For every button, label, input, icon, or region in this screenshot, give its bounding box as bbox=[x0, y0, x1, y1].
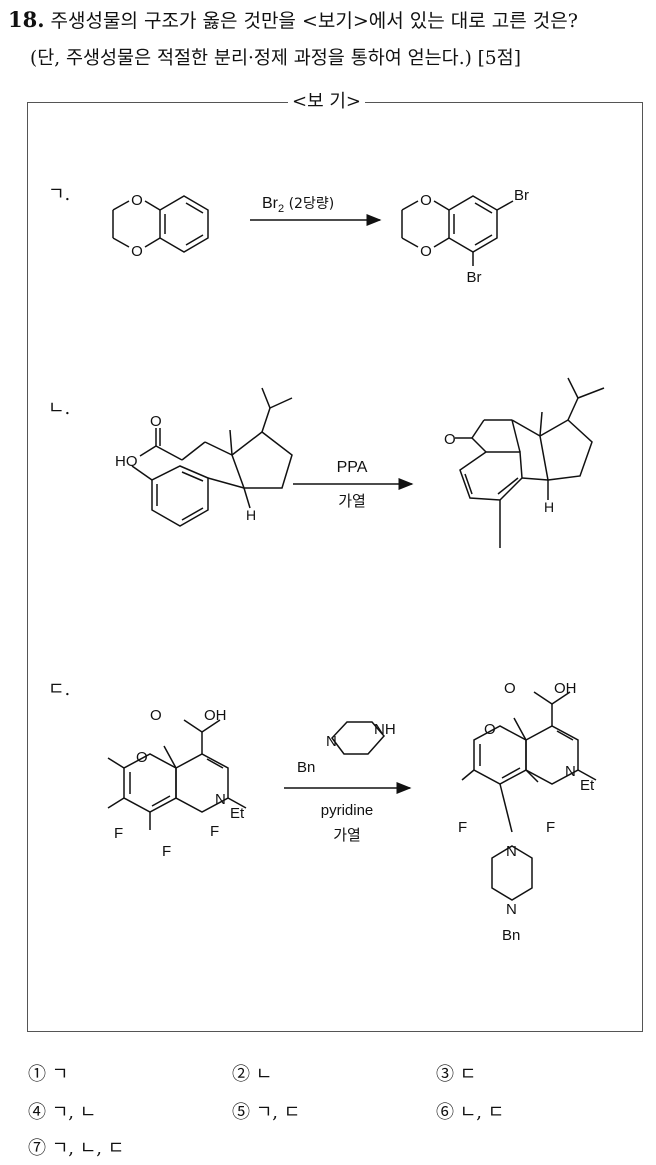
reaction-giyeok: O O Br2 (2당량) O O Br Br bbox=[112, 187, 529, 286]
tricyclic-ketone-structure bbox=[455, 377, 605, 548]
atom-oh: OH bbox=[554, 680, 577, 697]
choice-4[interactable]: ④ ㄱ, ㄴ bbox=[28, 1098, 96, 1124]
atom-h: H bbox=[246, 507, 256, 523]
choice-text: ㄱ bbox=[51, 1064, 69, 1085]
reagent-label: Br2 (2당량) bbox=[262, 195, 334, 215]
choice-2[interactable]: ② ㄴ bbox=[232, 1060, 272, 1086]
quinolone-product-structure bbox=[461, 691, 597, 901]
choice-number: ② bbox=[232, 1064, 250, 1085]
atom-ho: HO bbox=[115, 453, 138, 470]
choice-text: ㄷ bbox=[459, 1064, 477, 1085]
atom-n: N bbox=[215, 791, 226, 808]
atom-o: O bbox=[150, 413, 162, 430]
choice-number: ④ bbox=[28, 1102, 46, 1123]
atom-o: O bbox=[484, 721, 496, 738]
choice-6[interactable]: ⑥ ㄴ, ㄷ bbox=[436, 1098, 504, 1124]
atom-et: Et bbox=[580, 777, 595, 794]
reagent-solvent: pyridine bbox=[321, 802, 374, 819]
item-label-nieun: ㄴ. bbox=[48, 398, 71, 419]
choice-text: ㄴ bbox=[255, 1064, 273, 1085]
atom-f: F bbox=[162, 843, 171, 860]
question-text: 주생성물의 구조가 옳은 것만을 <보기>에서 있는 대로 고른 것은? bbox=[50, 10, 578, 32]
benzylpiperazine-structure bbox=[331, 721, 385, 755]
question-number: 18. bbox=[8, 7, 45, 32]
choice-3[interactable]: ③ ㄷ bbox=[436, 1060, 476, 1086]
quinolone-reactant-structure bbox=[107, 719, 247, 830]
atom-o: O bbox=[136, 749, 148, 766]
question-note: (단, 주생성물은 적절한 분리·정제 과정을 통하여 얻는다.) [5점] bbox=[30, 48, 521, 69]
atom-et: Et bbox=[230, 805, 245, 822]
choice-1[interactable]: ① ㄱ bbox=[28, 1060, 68, 1086]
atom-bn: Bn bbox=[502, 927, 520, 944]
reaction-digeut: O OH O N Et F F F NH N Bn pyridine 가열 bbox=[107, 680, 597, 944]
choice-text: ㄱ, ㄴ, ㄷ bbox=[51, 1138, 125, 1159]
atom-h: H bbox=[544, 499, 554, 515]
atom-o: O bbox=[420, 192, 432, 209]
atom-nh: NH bbox=[374, 721, 396, 738]
choice-text: ㄴ, ㄷ bbox=[459, 1102, 505, 1123]
choice-text: ㄱ, ㄴ bbox=[51, 1102, 97, 1123]
item-label-digeut: ㄷ. bbox=[48, 679, 71, 700]
atom-o: O bbox=[420, 243, 432, 260]
atom-f: F bbox=[210, 823, 219, 840]
atom-f: F bbox=[458, 819, 467, 836]
bogi-title: <보 기> bbox=[288, 90, 366, 114]
atom-br: Br bbox=[467, 269, 482, 286]
atom-o: O bbox=[131, 243, 143, 260]
atom-n: N bbox=[326, 733, 337, 750]
reagent-condition: 가열 bbox=[333, 826, 361, 844]
atom-o: O bbox=[504, 680, 516, 697]
atom-n: N bbox=[506, 843, 517, 860]
choice-number: ① bbox=[28, 1064, 46, 1085]
benzodioxane-structure bbox=[112, 195, 209, 253]
choice-number: ⑦ bbox=[28, 1138, 46, 1159]
atom-f: F bbox=[114, 825, 123, 842]
choice-number: ⑤ bbox=[232, 1102, 250, 1123]
item-label-giyeok: ㄱ. bbox=[48, 184, 71, 205]
question-line: 18.주생성물의 구조가 옳은 것만을 <보기>에서 있는 대로 고른 것은? bbox=[8, 6, 578, 33]
reagent-condition: 가열 bbox=[338, 492, 366, 510]
atom-o: O bbox=[444, 431, 456, 448]
choice-text: ㄱ, ㄷ bbox=[255, 1102, 301, 1123]
choice-5[interactable]: ⑤ ㄱ, ㄷ bbox=[232, 1098, 300, 1124]
choice-number: ③ bbox=[436, 1064, 454, 1085]
atom-bn: Bn bbox=[297, 759, 315, 776]
atom-n: N bbox=[506, 901, 517, 918]
choice-7[interactable]: ⑦ ㄱ, ㄴ, ㄷ bbox=[28, 1134, 124, 1160]
choice-number: ⑥ bbox=[436, 1102, 454, 1123]
atom-o: O bbox=[131, 192, 143, 209]
atom-n: N bbox=[565, 763, 576, 780]
acid-reactant-structure bbox=[131, 387, 293, 527]
atom-f: F bbox=[546, 819, 555, 836]
atom-oh: OH bbox=[204, 707, 227, 724]
reaction-nieun: HO O H PPA 가열 O H bbox=[115, 377, 605, 548]
bogi-box: <보 기> bbox=[27, 90, 643, 1032]
atom-br: Br bbox=[514, 187, 529, 204]
dibromobenzodioxane-structure bbox=[401, 195, 514, 266]
reagent-label: PPA bbox=[337, 459, 368, 476]
atom-o: O bbox=[150, 707, 162, 724]
